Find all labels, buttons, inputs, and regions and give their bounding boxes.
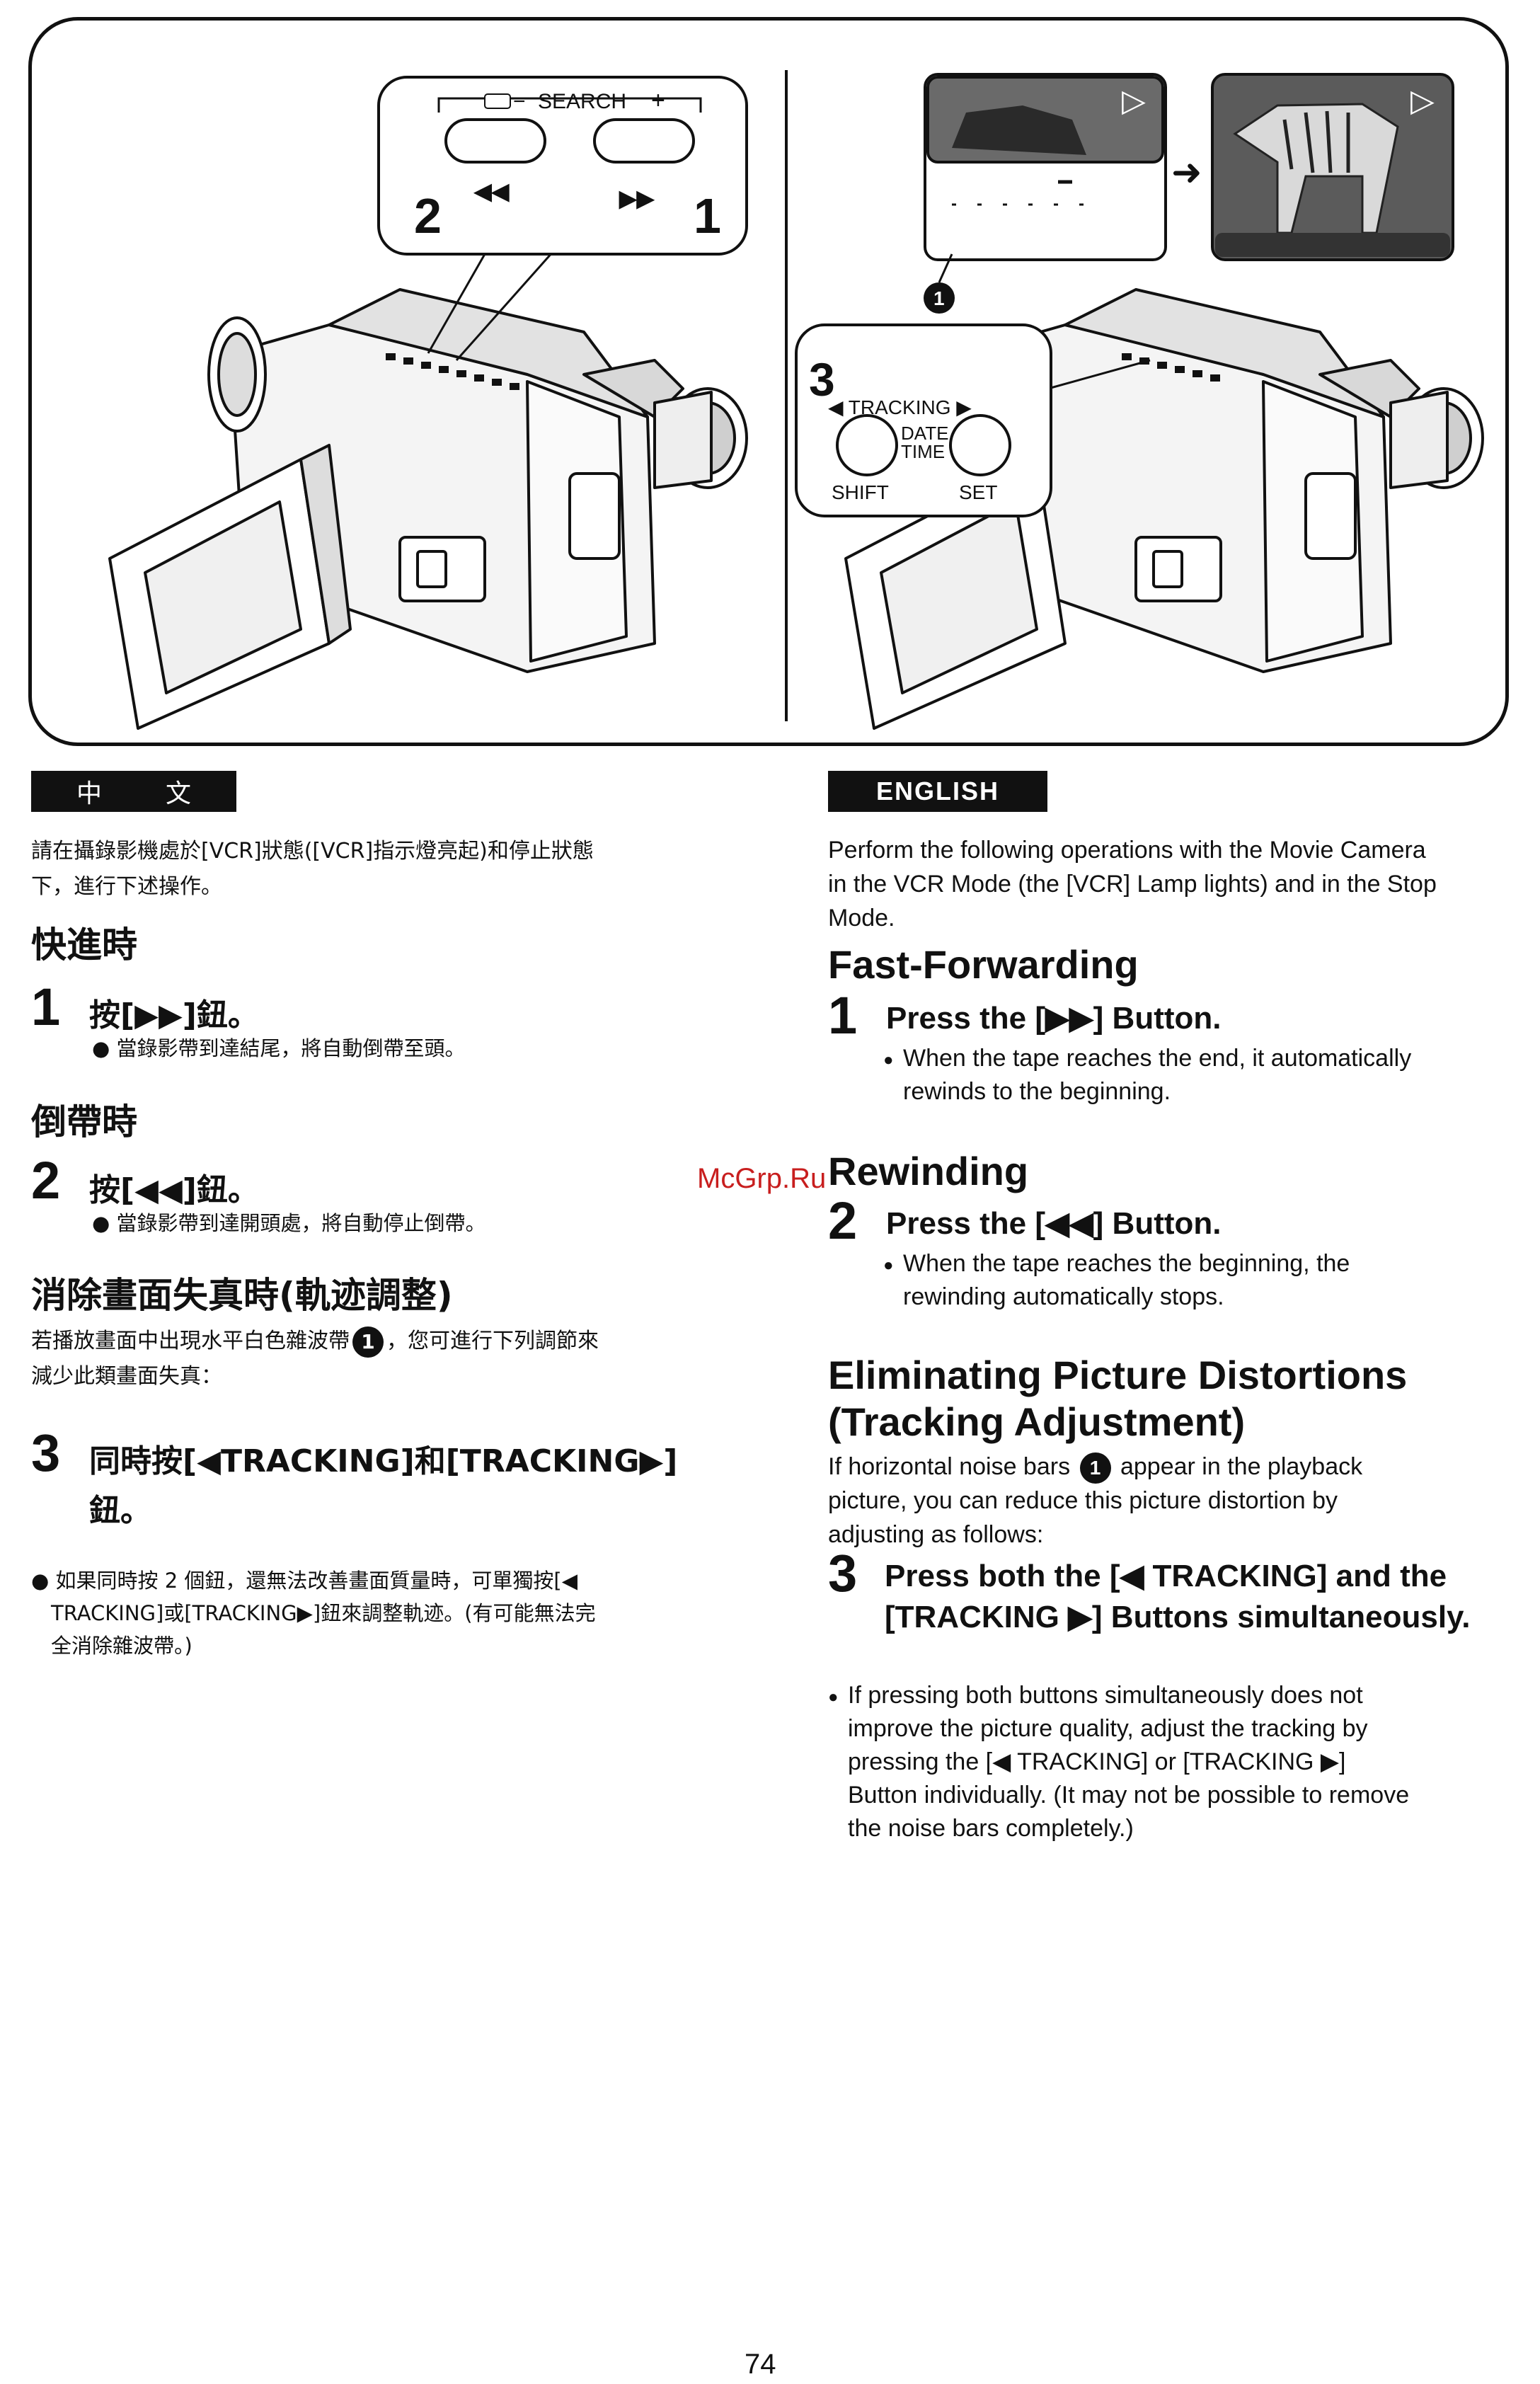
noise-marker-badge-en: 1: [1079, 1452, 1111, 1484]
noise-marker-badge: 1: [352, 1326, 384, 1358]
en-intro-line-2: in the VCR Mode (the [VCR] Lamp lights) …: [828, 871, 1437, 898]
zh-step3-text: 同時按[◀TRACKING]和[TRACKING▶] 鈕。: [89, 1437, 677, 1536]
zh-step2-number: 2: [31, 1151, 61, 1210]
en-step1-note-line-1: When the tape reaches the end, it automa…: [903, 1042, 1411, 1075]
play-symbol-2: ▷: [1410, 84, 1435, 118]
arrow-symbol: ➜: [1171, 152, 1202, 193]
en-step1-note: When the tape reaches the end, it automa…: [903, 1042, 1411, 1108]
search-minus: −: [513, 90, 526, 113]
noise-marker-icon: [924, 282, 955, 314]
illustration-frame: SEARCH − + ◀◀ ▶▶ 2 1: [28, 17, 1509, 746]
english-section-tag: ENGLISH: [828, 771, 1047, 812]
zh-intro-line-1: 請在攝錄影機處於[VCR]狀態([VCR]指示燈亮起)和停止狀態: [31, 839, 594, 864]
rewind-symbol: ◀◀: [473, 178, 510, 204]
callout-1: 1: [694, 188, 721, 243]
en-step3-text: Press both the [◀ TRACKING] and the [TRA…: [885, 1556, 1470, 1638]
zh-note-line-1: ● 如果同時按 2 個鈕，還無法改善畫面質量時，可單獨按[◀: [31, 1569, 578, 1593]
page-number: 74: [745, 2349, 776, 2380]
en-tracking-heading: Eliminating Picture Distortions (Trackin…: [828, 1352, 1407, 1445]
zh-tracking-intro-a: 若播放畫面中出現水平白色雜波帶: [31, 1329, 350, 1353]
en-step1-note-line-2: rewinds to the beginning.: [903, 1078, 1171, 1105]
zh-step1-note: ● 當錄影帶到達結尾，將自動倒帶至頭。: [92, 1036, 466, 1060]
tracking-label: ◀ TRACKING ▶: [828, 396, 972, 418]
en-step2-text: Press the [◀◀] Button.: [886, 1206, 1222, 1241]
zh-tracking-intro-b: ，您可進行下列調節來: [386, 1329, 599, 1353]
zh-step1-number: 1: [31, 978, 61, 1036]
play-symbol-1: ▷: [1122, 84, 1146, 118]
en-step3-line-1: Press both the [◀ TRACKING] and the: [885, 1559, 1447, 1593]
en-step2-note: When the tape reaches the beginning, the…: [903, 1247, 1350, 1314]
date-label: DATE: [901, 423, 948, 444]
set-label: SET: [959, 481, 997, 503]
camcorder-right: [844, 288, 1484, 730]
en-step2-note-line-1: When the tape reaches the beginning, the: [903, 1247, 1350, 1280]
en-tracking-intro-line-3: adjusting as follows:: [828, 1521, 1044, 1549]
callout-2: 2: [414, 188, 442, 243]
search-label: SEARCH: [538, 90, 626, 113]
tracking-callout: [795, 323, 1052, 517]
zh-tracking-intro-line-2: 減少此類畫面失真：: [31, 1364, 222, 1389]
en-step2-note-line-2: rewinding automatically stops.: [903, 1283, 1224, 1310]
shift-label: SHIFT: [832, 481, 889, 503]
en-step1-text: Press the [▶▶] Button.: [886, 1001, 1222, 1036]
tracking-plus-button-shape: [949, 414, 1011, 476]
distorted-picture: [924, 73, 1167, 261]
camcorder-illustration: SEARCH − + ◀◀ ▶▶ 2 1: [108, 70, 1484, 730]
fast-forward-button-shape: [593, 118, 695, 164]
tracking-minus-button-shape: [836, 414, 898, 476]
zh-step3-line-2: 鈕。: [89, 1493, 151, 1529]
en-intro: Perform the following operations with th…: [828, 833, 1515, 935]
en-tracking-intro-line-2: picture, you can reduce this picture dis…: [828, 1487, 1338, 1515]
en-note-line-2: improve the picture quality, adjust the …: [848, 1715, 1368, 1742]
en-rew-heading: Rewinding: [828, 1149, 1029, 1193]
camcorder-left: [108, 105, 748, 730]
zh-tracking-heading: 消除畫面失真時(軌迹調整): [31, 1275, 453, 1316]
en-note-line-4: Button individually. (It may not be poss…: [848, 1782, 1410, 1809]
en-step2-number: 2: [828, 1191, 858, 1250]
zh-step3-number: 3: [31, 1423, 61, 1482]
en-tracking-heading-line-1: Eliminating Picture Distortions: [828, 1353, 1408, 1397]
zh-rew-heading: 倒帶時: [31, 1101, 137, 1142]
zh-note-line-3: 全消除雜波帶。): [51, 1634, 192, 1658]
zh-note: ● 如果同時按 2 個鈕，還無法改善畫面質量時，可單獨按[◀ TRACKING]…: [31, 1564, 596, 1662]
ff-symbol: ▶▶: [619, 185, 655, 211]
zh-step2-note: ● 當錄影帶到達開頭處，將自動停止倒帶。: [92, 1211, 486, 1235]
zh-step2-text: 按[◀◀]鈕。: [89, 1172, 259, 1208]
en-intro-line-1: Perform the following operations with th…: [828, 837, 1426, 864]
en-note-line-3: pressing the [◀ TRACKING] or [TRACKING ▶…: [848, 1748, 1346, 1775]
noise-marker-text: 1: [933, 287, 945, 309]
en-ff-heading: Fast-Forwarding: [828, 942, 1139, 987]
clear-picture: [1211, 73, 1454, 261]
zh-intro: 請在攝錄影機處於[VCR]狀態([VCR]指示燈亮起)和停止狀態 下，進行下述操…: [31, 834, 718, 905]
en-tracking-intro-b: appear in the playback: [1120, 1453, 1363, 1480]
en-intro-line-3: Mode.: [828, 905, 895, 932]
en-tracking-intro-a: If horizontal noise bars: [828, 1453, 1071, 1480]
watermark-text: McGrp.Ru: [697, 1163, 827, 1194]
en-note: If pressing both buttons simultaneously …: [848, 1679, 1409, 1845]
en-tracking-intro: If horizontal noise bars 1 appear in the…: [828, 1450, 1515, 1552]
zh-intro-line-2: 下，進行下述操作。: [31, 874, 222, 899]
zh-step3-line-1: 同時按[◀TRACKING]和[TRACKING▶]: [89, 1443, 678, 1479]
en-note-line-5: the noise bars completely.): [848, 1815, 1134, 1842]
en-step1-number: 1: [828, 986, 858, 1045]
callout-3: 3: [809, 353, 835, 406]
zh-ff-heading: 快進時: [31, 924, 137, 965]
rewind-button-shape: [444, 118, 546, 164]
en-tracking-heading-line-2: (Tracking Adjustment): [828, 1399, 1246, 1444]
time-label: TIME: [901, 441, 945, 462]
en-step3-number: 3: [828, 1544, 858, 1603]
chinese-section-tag: 中 文: [31, 771, 236, 812]
en-step3-line-2: [TRACKING ▶] Buttons simultaneously.: [885, 1600, 1471, 1634]
zh-note-line-2: TRACKING]或[TRACKING▶]鈕來調整軌迹。(有可能無法完: [51, 1601, 596, 1625]
search-plus: +: [651, 87, 665, 114]
zh-step1-text: 按[▶▶]鈕。: [89, 997, 259, 1033]
en-note-line-1: If pressing both buttons simultaneously …: [848, 1679, 1409, 1712]
search-callout: [377, 76, 748, 256]
